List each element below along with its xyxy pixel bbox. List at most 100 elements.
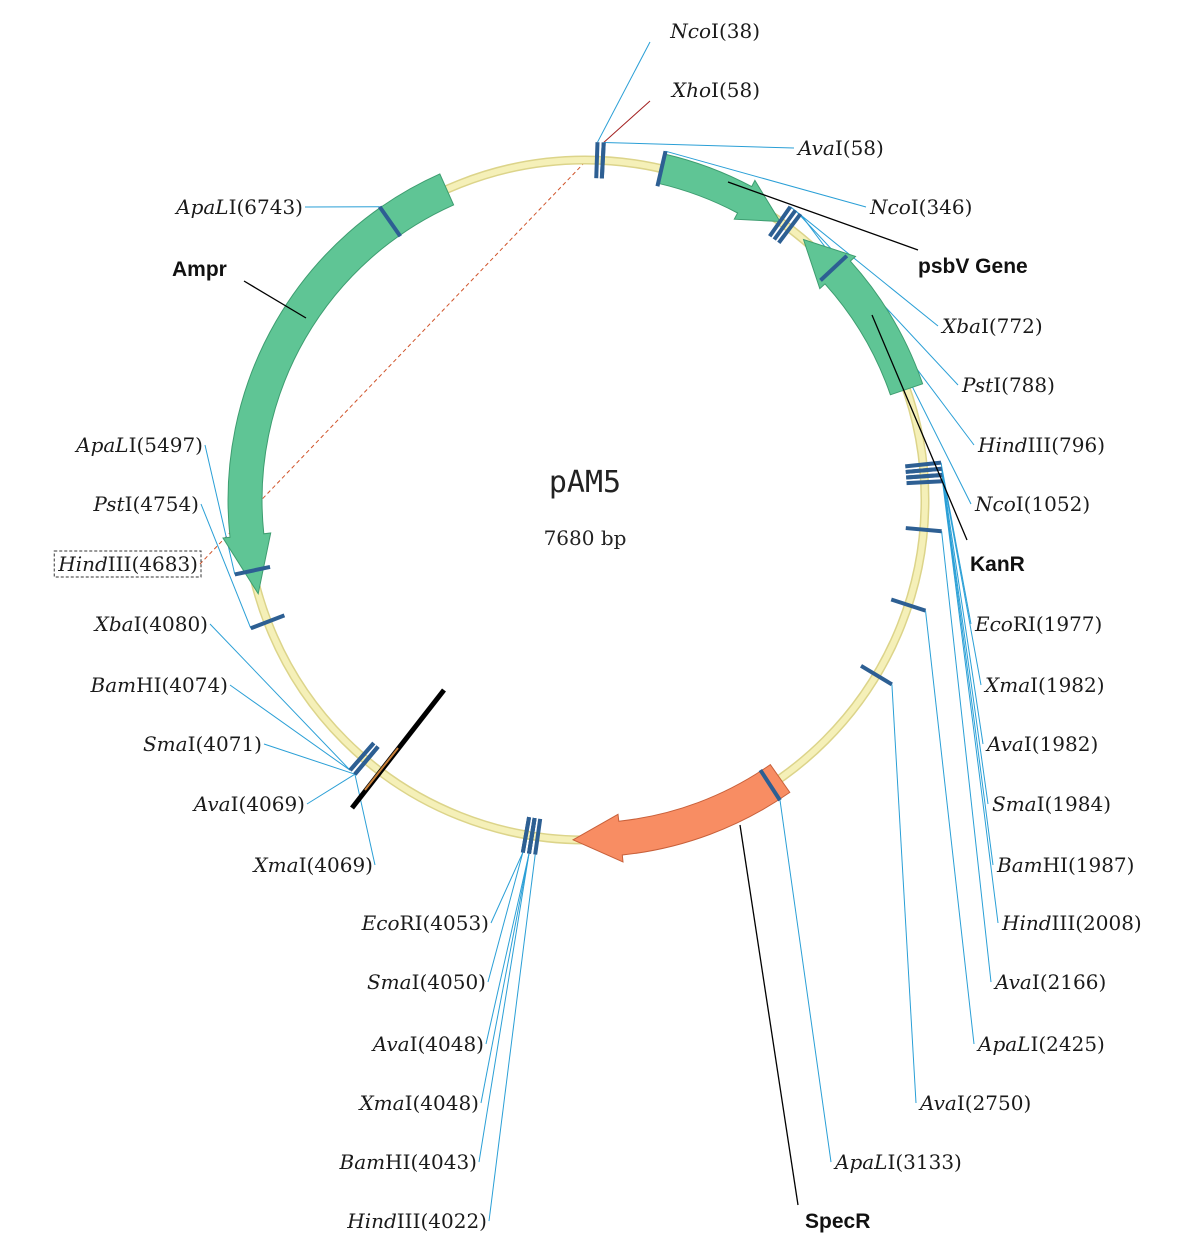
site-enzyme: Pst bbox=[92, 492, 125, 516]
site-enzyme-suffix: I bbox=[1037, 792, 1045, 816]
site-position: (4069) bbox=[306, 853, 373, 877]
site-label[interactable]: HindIII(4022) bbox=[346, 1209, 487, 1233]
site-enzyme: Nco bbox=[974, 492, 1016, 516]
site-label[interactable]: XhoI(58) bbox=[670, 78, 760, 102]
site-label[interactable]: EcoRI(1977) bbox=[974, 612, 1102, 636]
site-label[interactable]: NcoI(38) bbox=[669, 19, 760, 43]
site-enzyme: Ava bbox=[985, 732, 1024, 756]
gene-arrow-psbv bbox=[657, 153, 781, 223]
site-label[interactable]: AvaI(2750) bbox=[918, 1091, 1031, 1115]
site-label[interactable]: PstI(788) bbox=[961, 373, 1055, 397]
site-position: (788) bbox=[1001, 373, 1055, 397]
site-enzyme: ApaL bbox=[833, 1150, 887, 1174]
site-label[interactable]: ApaLI(5497) bbox=[74, 433, 203, 457]
site-position: (2425) bbox=[1038, 1032, 1105, 1056]
site-label[interactable]: PstI(4754) bbox=[92, 492, 199, 516]
site-enzyme: Hind bbox=[977, 433, 1028, 457]
site-tick bbox=[859, 664, 893, 687]
site-tick bbox=[777, 212, 803, 245]
site-position: (4754) bbox=[132, 492, 199, 516]
site-label[interactable]: XbaI(4080) bbox=[93, 612, 208, 636]
site-enzyme: Ava bbox=[371, 1032, 410, 1056]
site-enzyme-suffix: I bbox=[412, 970, 420, 994]
site-position: (2166) bbox=[1040, 970, 1107, 994]
site-position: (2008) bbox=[1075, 911, 1142, 935]
site-enzyme: Sma bbox=[992, 792, 1037, 816]
site-leader bbox=[490, 852, 524, 924]
site-enzyme: Hind bbox=[346, 1209, 397, 1233]
site-tick bbox=[599, 142, 606, 179]
gene-label-ampr: Ampr bbox=[172, 258, 227, 281]
site-enzyme-suffix: I bbox=[887, 1150, 895, 1174]
site-label[interactable]: AvaI(1982) bbox=[985, 732, 1098, 756]
site-enzyme-suffix: I bbox=[711, 19, 719, 43]
site-label[interactable]: XmaI(1982) bbox=[983, 673, 1105, 697]
site-label[interactable]: SmaI(4071) bbox=[143, 732, 262, 756]
site-leader bbox=[940, 462, 972, 625]
site-enzyme: Eco bbox=[974, 612, 1013, 636]
site-enzyme: ApaL bbox=[976, 1032, 1030, 1056]
site-position: (1984) bbox=[1045, 792, 1112, 816]
site-tick bbox=[905, 526, 942, 534]
site-enzyme: Xma bbox=[983, 673, 1030, 697]
site-position: (4053) bbox=[422, 911, 489, 935]
site-label[interactable]: AvaI(58) bbox=[796, 136, 884, 160]
site-position: (4050) bbox=[419, 970, 486, 994]
site-position: (1052) bbox=[1024, 492, 1091, 516]
site-enzyme-suffix: HI bbox=[136, 673, 161, 697]
site-label[interactable]: XmaI(4048) bbox=[357, 1091, 479, 1115]
site-position: (4074) bbox=[161, 673, 228, 697]
site-position: (6743) bbox=[236, 195, 303, 219]
site-label[interactable]: HindIII(2008) bbox=[1001, 911, 1142, 935]
site-leader bbox=[354, 774, 376, 866]
site-label[interactable]: AvaI(4048) bbox=[371, 1032, 484, 1056]
site-leader bbox=[485, 853, 530, 1045]
site-label[interactable]: NcoI(1052) bbox=[974, 492, 1090, 516]
site-tick bbox=[768, 205, 792, 238]
site-label[interactable]: ApaLI(2425) bbox=[976, 1032, 1105, 1056]
site-leader bbox=[229, 684, 351, 771]
site-leader bbox=[779, 800, 832, 1163]
site-tick bbox=[234, 564, 271, 577]
site-enzyme: Xma bbox=[251, 853, 298, 877]
site-label[interactable]: HindIII(4683) bbox=[57, 552, 198, 576]
site-label[interactable]: BamHI(4074) bbox=[90, 673, 228, 697]
site-enzyme: Xho bbox=[670, 78, 711, 102]
site-position: (4043) bbox=[410, 1150, 477, 1174]
site-enzyme-suffix: I bbox=[1016, 492, 1024, 516]
site-leader bbox=[487, 852, 524, 983]
site-tick bbox=[758, 768, 782, 802]
site-label[interactable]: NcoI(346) bbox=[869, 195, 972, 219]
site-label[interactable]: XbaI(772) bbox=[940, 314, 1043, 338]
site-leader bbox=[925, 610, 975, 1045]
site-label[interactable]: ApaLI(3133) bbox=[833, 1150, 962, 1174]
site-position: (1987) bbox=[1068, 853, 1135, 877]
site-label[interactable]: XmaI(4069) bbox=[251, 853, 373, 877]
site-label[interactable]: AvaI(4069) bbox=[192, 792, 305, 816]
site-label[interactable]: AvaI(2166) bbox=[993, 970, 1106, 994]
site-label[interactable]: BamHI(4043) bbox=[339, 1150, 477, 1174]
site-tick bbox=[533, 818, 543, 855]
site-enzyme: Sma bbox=[143, 732, 188, 756]
site-label[interactable]: ApaLI(6743) bbox=[174, 195, 303, 219]
site-enzyme: Hind bbox=[57, 552, 108, 576]
site-enzyme: Bam bbox=[339, 1150, 386, 1174]
site-label[interactable]: HindIII(796) bbox=[977, 433, 1105, 457]
site-position: (4069) bbox=[238, 792, 305, 816]
site-leader bbox=[941, 531, 992, 983]
site-label[interactable]: BamHI(1987) bbox=[996, 853, 1134, 877]
gene-label-kanr: KanR bbox=[970, 553, 1025, 576]
site-enzyme: Xba bbox=[93, 612, 134, 636]
site-enzyme: Ava bbox=[993, 970, 1032, 994]
site-label[interactable]: EcoRI(4053) bbox=[361, 911, 489, 935]
site-enzyme-suffix: I bbox=[1032, 970, 1040, 994]
site-enzyme-suffix: I bbox=[711, 78, 719, 102]
site-leader bbox=[665, 150, 867, 208]
site-enzyme-suffix: I bbox=[134, 612, 142, 636]
site-enzyme-suffix: I bbox=[981, 314, 989, 338]
site-leader bbox=[941, 468, 982, 686]
site-label[interactable]: SmaI(4050) bbox=[367, 970, 486, 994]
site-label[interactable]: SmaI(1984) bbox=[992, 792, 1111, 816]
site-tick bbox=[378, 205, 402, 238]
